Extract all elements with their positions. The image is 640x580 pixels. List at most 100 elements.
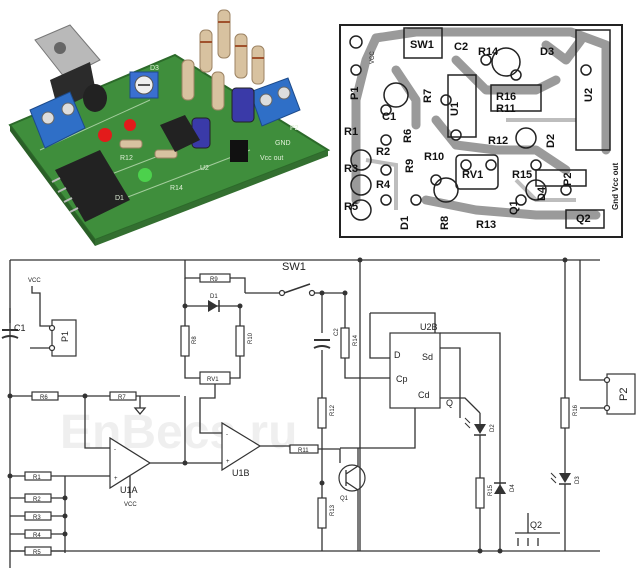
sch-r6 <box>31 391 59 401</box>
sch-r15 <box>475 477 485 509</box>
pcb-label-c1: C1 <box>382 111 396 123</box>
pcb-label-r1: R1 <box>344 126 358 138</box>
sch-r13-label: R13 <box>330 504 336 516</box>
sch-r4-label: R4 <box>33 533 41 539</box>
terminal-block-left-icon <box>29 91 86 149</box>
board-label-u2: U2 <box>200 165 209 172</box>
red-led-icon <box>98 128 112 142</box>
sch-r8 <box>180 325 190 357</box>
board-label-gnd: GND <box>275 140 291 147</box>
sch-d1 <box>208 300 220 312</box>
pcb-label-u2: U2 <box>583 88 595 102</box>
sch-d4-label: D4 <box>510 484 516 492</box>
sch-u1b-label: U1B <box>232 468 250 478</box>
terminal-block-right-icon <box>249 77 301 127</box>
board-label-r12: R12 <box>120 155 133 162</box>
sch-r10-label: R10 <box>248 332 254 344</box>
pcb-label-r9: R9 <box>404 159 416 173</box>
sch-c2-label: C2 <box>334 328 340 336</box>
board-label-r14: R14 <box>170 185 183 192</box>
sch-c1-label: C1 <box>14 323 26 333</box>
sch-vcc1: VCC <box>28 278 41 284</box>
pcb-label-r14: R14 <box>478 46 499 58</box>
sch-r5-label: R5 <box>33 550 41 556</box>
sch-u2b-cp: Cp <box>396 374 408 384</box>
sch-u1a-minus: - <box>114 447 116 453</box>
pcb-label-sw1: SW1 <box>410 39 434 51</box>
pcb-label-r16: R16 <box>496 91 516 103</box>
sch-p2-label: P2 <box>618 388 630 401</box>
sch-u2b-sd: Sd <box>422 352 433 362</box>
pcb-label-p1: P1 <box>349 87 361 100</box>
sch-q1 <box>338 464 366 492</box>
pcb-label-u1: U1 <box>449 102 461 116</box>
schematic: EnBecs.ru VCC C1 P1 R6 R7 - + U1A VCC R1… <box>0 248 640 580</box>
sch-r6-label: R6 <box>40 395 48 401</box>
pcb-label-q2: Q2 <box>576 213 591 225</box>
sch-u1b-plus: + <box>226 459 230 465</box>
sch-r12-label: R12 <box>330 404 336 416</box>
sch-d2-label: D2 <box>490 424 496 432</box>
pcb-label-r4: R4 <box>376 179 391 191</box>
sch-rv1-label: RV1 <box>207 377 219 383</box>
ic-chip-icon <box>51 150 130 222</box>
pcb-label-r6: R6 <box>402 129 414 143</box>
sch-q2-label: Q2 <box>530 520 542 530</box>
green-led-icon <box>138 168 152 182</box>
pcb-label-c2: C2 <box>454 41 468 53</box>
pcb-label-r15: R15 <box>512 169 532 181</box>
svg-text:EnBecs.ru: EnBecs.ru <box>60 406 297 459</box>
sch-u2b-q: Q <box>446 398 453 408</box>
sch-r1-label: R1 <box>33 475 41 481</box>
sch-r7 <box>109 391 137 401</box>
sch-u1a-label: U1A <box>120 485 138 495</box>
sch-r3-label: R3 <box>33 515 41 521</box>
sch-r4 <box>24 529 52 539</box>
sch-u2b-cd: Cd <box>418 390 430 400</box>
sch-p2 <box>606 373 636 415</box>
pcb-label-r2: R2 <box>376 146 390 158</box>
pcb-label-gnd-vcc-out: Gnd Vcc out <box>611 163 620 210</box>
sch-r5 <box>24 546 52 556</box>
pcb-label-rv1: RV1 <box>462 169 483 181</box>
board-label-d3: D3 <box>150 65 159 72</box>
trimmer-icon <box>129 71 159 99</box>
sch-r9-label: R9 <box>210 277 218 283</box>
sch-r2 <box>24 493 52 503</box>
sch-u2b <box>389 332 441 409</box>
sch-u1a <box>109 436 152 490</box>
sch-c1 <box>1 329 19 339</box>
board-label-p2: P2 <box>290 125 299 132</box>
sch-r12 <box>317 397 327 429</box>
board-photo: R12 R14 D1 D3 P2 GND U2 Vcc out <box>0 0 336 248</box>
sch-c2 <box>313 339 331 349</box>
pcb-label-r12: R12 <box>488 135 508 147</box>
sch-u1a-plus: + <box>114 476 118 482</box>
sch-d1-label: D1 <box>210 294 218 300</box>
board-label-vcc-out: Vcc out <box>260 155 283 162</box>
sch-r13 <box>317 497 327 529</box>
sch-u2b-label: U2B <box>420 322 438 332</box>
sch-r2-label: R2 <box>33 497 41 503</box>
pcb-label-r11: R11 <box>496 103 516 115</box>
sch-vcc2: VCC <box>124 502 137 508</box>
pcb-layout: SW1 C2 R14 D3 U2 P1 R7 U1 R16 R11 C1 R1 … <box>336 0 640 248</box>
resistor-bank-icon <box>181 9 265 111</box>
pcb-label-r8: R8 <box>439 216 451 230</box>
pcb-label-d3: D3 <box>540 46 554 58</box>
sch-r11-label: R11 <box>298 448 309 454</box>
sch-r14 <box>340 327 350 359</box>
sch-r3 <box>24 511 52 521</box>
pcb-label-vcc: VCC <box>370 51 376 64</box>
pcb-label-d2: D2 <box>545 134 557 148</box>
sch-r16-label: R16 <box>573 404 579 416</box>
sch-u2b-d: D <box>394 350 401 360</box>
sch-r1 <box>24 471 52 481</box>
sch-d4 <box>494 482 506 494</box>
sch-p1-label: P1 <box>60 331 70 342</box>
pcb-label-r10: R10 <box>424 151 444 163</box>
sch-u1b-minus: - <box>226 432 228 438</box>
pcb-label-r5: R5 <box>344 201 358 213</box>
pcb-label-p2: P2 <box>562 173 574 186</box>
sch-p1 <box>51 319 77 357</box>
